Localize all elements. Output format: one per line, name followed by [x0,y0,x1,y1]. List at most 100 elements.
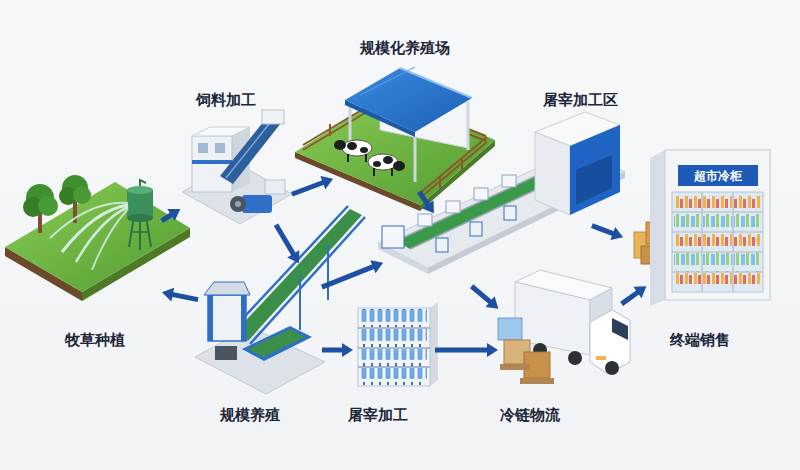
flow-arrow [322,260,383,287]
flow-arrow [276,225,299,264]
truck-illustration [520,378,554,384]
feed-mill-illustration [192,127,250,136]
freezer-illustration [732,192,734,292]
freezer-illustration [701,192,703,292]
farm-illustration [391,168,393,176]
freezer-illustration [665,150,770,300]
stage-node: 牧草种植 [5,180,160,300]
feed-mill-illustration [198,143,208,153]
arrow-head [370,260,383,273]
pasture-illustration [92,209,128,270]
breeding-machine-illustration [195,206,365,394]
shelf-illustration [358,302,438,386]
arrow-shaft [472,286,491,302]
arrow-head [162,288,174,302]
stage-label: 终端销售 [670,331,730,349]
stage-label: 饲料加工 [196,91,256,109]
pasture-illustration [50,203,128,238]
farm-illustration [373,168,375,176]
sign-text: 超市冷柜 [694,169,742,183]
freezer-illustration [674,273,761,291]
arrow-head [610,227,623,240]
farm-illustration [383,156,393,164]
breeding-machine-illustration [208,295,246,341]
slaughter-line-illustration [378,150,625,268]
shelf-illustration [358,347,430,349]
farm-illustration [373,161,381,167]
breeding-machine-illustration [233,206,348,329]
farm-illustration [393,161,405,171]
breeding-machine-illustration [215,346,237,360]
truck-illustration [605,361,619,375]
arrow-shaft [322,266,374,287]
flow-arrow [592,226,623,240]
freezer-illustration [672,212,763,213]
truck-illustration [498,318,522,340]
arrow-shaft [172,294,198,299]
freezer-illustration [674,233,761,252]
stage-node: 饲料加工 [182,118,290,223]
truck-illustration [568,351,582,365]
truck-illustration [500,364,530,370]
feed-mill-illustration [220,116,281,184]
flow-arrow [292,176,333,194]
slaughter-line-illustration [378,112,625,274]
farm-illustration [467,102,470,150]
arrow-shaft [592,226,614,234]
farm-illustration [461,157,463,169]
stage-node: 规模化养殖场 [335,65,495,190]
stage-node: 冷链物流 [500,292,620,390]
shelf-illustration [358,327,430,329]
flow-arrow [622,286,647,304]
shelf-illustration [361,349,427,367]
arrow-head [422,200,434,213]
freezer-illustration [674,253,761,272]
breeding-machine-illustration [208,295,213,341]
slaughter-line-illustration [535,132,570,215]
truck-illustration [596,356,606,360]
feed-mill-illustration [242,195,272,213]
stage-label: 屠宰加工 [348,406,408,424]
freezer-illustration [674,193,761,212]
stage-node: 超市冷柜终端销售 [625,150,770,285]
shelf-illustration [358,308,430,386]
freezer-illustration [672,272,763,273]
pasture-illustration [73,186,91,204]
farm-illustration [295,67,495,211]
feed-mill-illustration [265,180,285,194]
flow-arrow [419,192,434,214]
breeding-machine-illustration [242,326,312,361]
freezer-illustration [650,150,665,306]
pasture-illustration [5,182,190,292]
feed-mill-illustration [262,110,284,124]
breeding-machine-illustration [248,329,305,357]
flow-arrow [162,288,198,302]
pasture-illustration [76,207,128,262]
slaughter-line-illustration [382,226,404,248]
arrow-head [167,209,180,221]
freezer-illustration [672,232,763,233]
breeding-machine-illustration [236,209,362,341]
farm-illustration [347,142,357,150]
stage-label: 冷链物流 [500,406,560,424]
feed-mill-illustration [182,110,292,224]
arrow-shaft [276,225,294,255]
freezer-illustration [672,252,763,253]
pasture-illustration [127,190,153,218]
breeding-machine-illustration [250,217,365,344]
slaughter-line-illustration [436,238,448,252]
feed-mill-illustration [235,201,241,207]
arrow-shaft [622,292,639,304]
slaughter-line-illustration [418,214,432,226]
farm-illustration [360,147,368,153]
arrow-shaft [419,192,428,205]
shelf-illustration [361,309,427,327]
freezer-illustration [634,150,770,306]
truck-illustration [498,270,630,384]
flow-arrow [435,343,498,357]
breeding-machine-illustration [204,282,250,295]
farm-illustration [400,68,472,98]
